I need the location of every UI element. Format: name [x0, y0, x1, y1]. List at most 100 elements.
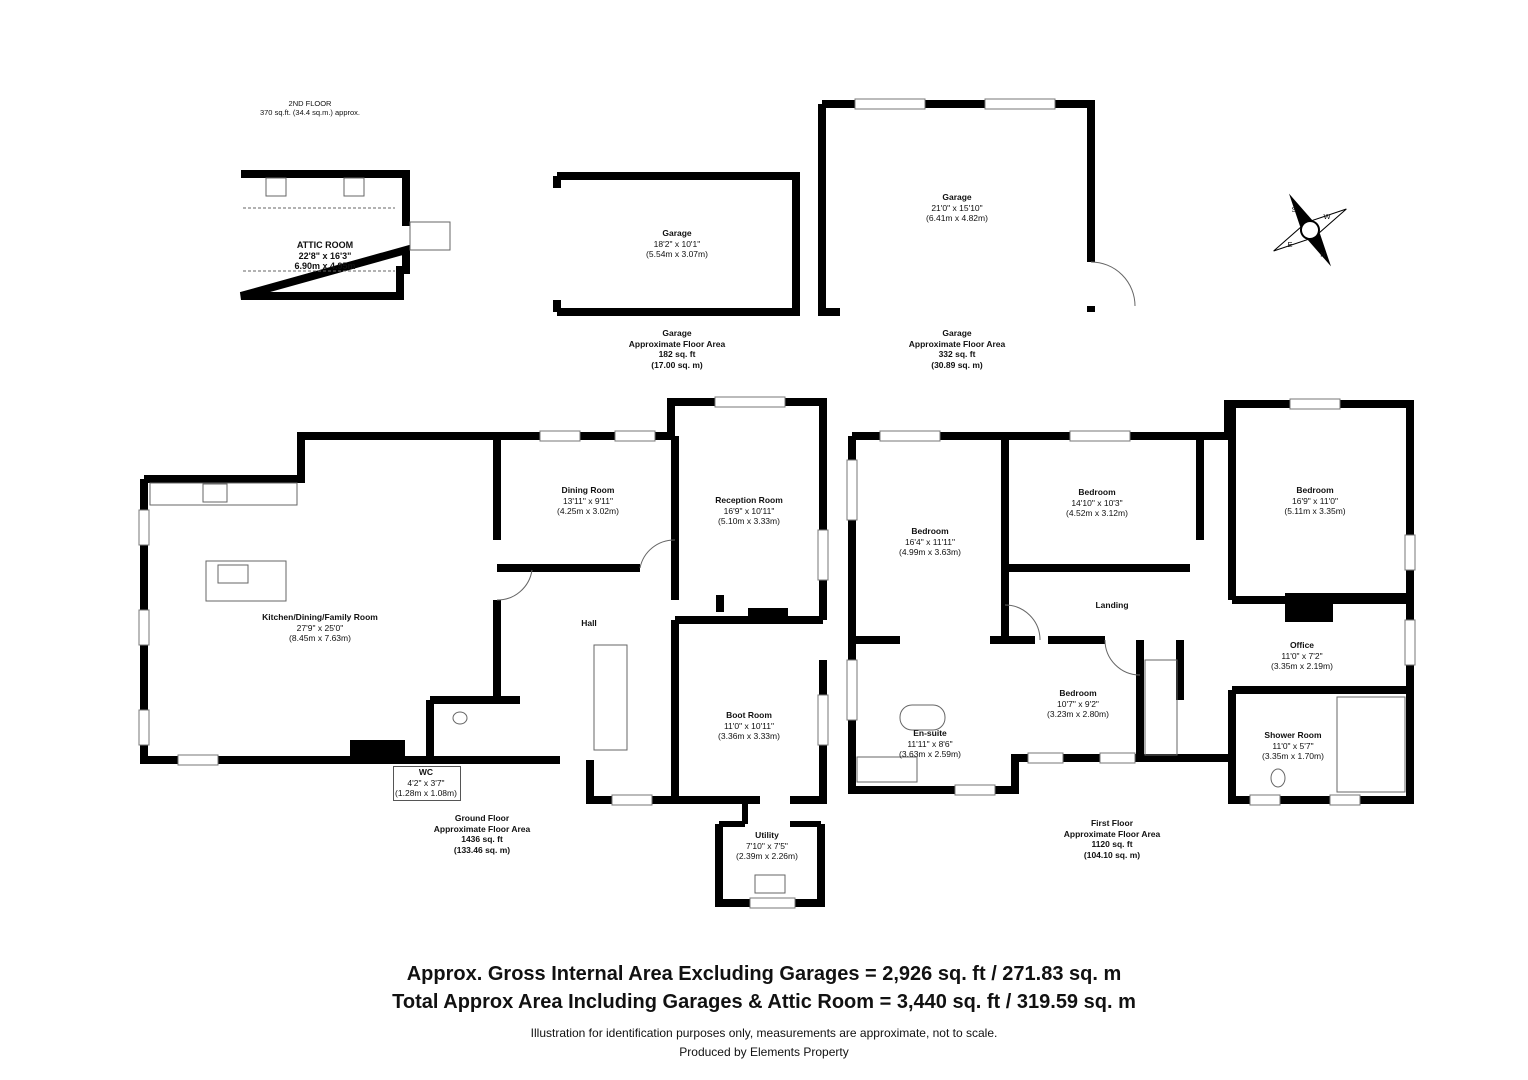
area-sub: Approximate Floor Area [908, 338, 1006, 349]
disclaimer: Illustration for identification purposes… [530, 1026, 998, 1040]
wc-label-box [393, 766, 461, 801]
utility-sink [754, 874, 786, 894]
room-name: Bedroom [911, 526, 949, 536]
room-name: Kitchen/Dining/Family Room [262, 612, 378, 622]
ground-floor-area: Ground Floor Approximate Floor Area 1436… [434, 813, 531, 855]
room-imperial: 13'11" x 9'11" [562, 495, 614, 506]
attic-walls [239, 170, 410, 300]
room-shower: Shower Room 11'0" x 5'7" (3.35m x 1.70m) [1262, 730, 1324, 762]
attic-stairs [409, 221, 451, 251]
room-imperial: 18'2" x 10'1" [653, 238, 701, 249]
room-metric: (5.11m x 3.35m) [1284, 506, 1346, 516]
area-title: Ground Floor [454, 813, 510, 823]
second-floor-label: 2ND FLOOR 370 sq.ft. (34.4 sq.m.) approx… [260, 99, 360, 117]
garage2-area: Garage Approximate Floor Area 332 sq. ft… [909, 328, 1006, 370]
room-landing: Landing [1095, 600, 1128, 611]
shower-tray [1336, 696, 1406, 793]
area-sqft: 1436 sq. ft [461, 834, 503, 844]
second-floor-area: 370 sq.ft. (34.4 sq.m.) approx. [259, 108, 361, 117]
area-sqft: 332 sq. ft [938, 349, 976, 359]
room-metric: (6.41m x 4.82m) [926, 213, 988, 223]
area-sqm: (30.89 sq. m) [931, 359, 983, 370]
room-metric: (3.35m x 1.70m) [1262, 751, 1324, 761]
room-metric: (3.23m x 2.80m) [1047, 709, 1109, 719]
room-dining: Dining Room 13'11" x 9'11" (4.25m x 3.02… [557, 485, 619, 517]
room-kitchen: Kitchen/Dining/Family Room 27'9" x 25'0"… [262, 612, 378, 644]
compass-s: S [1291, 205, 1297, 214]
room-imperial: 16'4" x 11'11" [904, 536, 956, 547]
attic-skylight [343, 177, 365, 197]
room-name: WC [418, 767, 434, 777]
room-imperial: 16'9" x 10'11" [723, 505, 775, 516]
room-metric: (4.99m x 3.63m) [899, 547, 961, 557]
first-floor-area: First Floor Approximate Floor Area 1120 … [1064, 818, 1161, 860]
room-en-suite: En-suite 11'11" x 8'6" (3.63m x 2.59m) [899, 728, 961, 760]
room-name: Dining Room [561, 485, 615, 495]
compass-e: E [1287, 240, 1293, 249]
area-sqm: (104.10 sq. m) [1083, 849, 1141, 860]
sink [217, 564, 249, 584]
room-name: Bedroom [1059, 688, 1097, 698]
total-including-garages: Total Approx Area Including Garages & At… [392, 991, 1136, 1013]
room-imperial: 11'0" x 10'11" [723, 720, 775, 731]
room-metric: (1.28m x 1.08m) [395, 788, 457, 798]
room-imperial: 11'11" x 8'6" [907, 738, 953, 749]
area-sqm: (133.46 sq. m) [453, 844, 511, 855]
room-metric: (4.52m x 3.12m) [1066, 508, 1128, 518]
room-metric: (5.10m x 3.33m) [718, 516, 780, 526]
room-metric: (3.63m x 2.59m) [899, 749, 961, 759]
attic-skylight [265, 177, 287, 197]
hob [202, 483, 228, 503]
room-imperial: 27'9" x 25'0" [296, 622, 344, 633]
stairs [593, 644, 628, 751]
room-name: ATTIC ROOM [296, 240, 354, 250]
room-name: Reception Room [715, 495, 783, 505]
stairs [1144, 659, 1178, 756]
garage1-label: Garage 18'2" x 10'1" (5.54m x 3.07m) [646, 228, 708, 260]
toilet [452, 711, 468, 725]
bath [899, 704, 946, 731]
area-title: Garage [662, 328, 692, 338]
area-sub: Approximate Floor Area [433, 823, 531, 834]
room-name: Garage [942, 192, 972, 202]
room-metric: (2.39m x 2.26m) [736, 851, 798, 861]
room-name: Office [1289, 640, 1315, 650]
room-name: Shower Room [1264, 730, 1322, 740]
room-reception: Reception Room 16'9" x 10'11" (5.10m x 3… [715, 495, 783, 527]
room-name: Bedroom [1296, 485, 1334, 495]
compass-n: N [1320, 250, 1326, 259]
room-name: Boot Room [726, 710, 772, 720]
room-name: Utility [755, 830, 779, 840]
toilet [1270, 768, 1286, 788]
area-title: First Floor [1090, 818, 1134, 828]
room-imperial: 10'7" x 9'2" [1057, 698, 1099, 709]
garage1-area: Garage Approximate Floor Area 182 sq. ft… [629, 328, 726, 370]
room-metric: (5.54m x 3.07m) [646, 249, 708, 259]
room-bedroom-1: Bedroom 16'4" x 11'11" (4.99m x 3.63m) [899, 526, 961, 558]
room-name: En-suite [913, 728, 947, 738]
room-metric: (3.35m x 2.19m) [1271, 661, 1333, 671]
compass-w: W [1323, 212, 1331, 221]
room-utility: Utility 7'10" x 7'5" (2.39m x 2.26m) [736, 830, 798, 862]
room-imperial: 11'0" x 7'2" [1281, 650, 1323, 661]
kitchen-island [205, 560, 287, 602]
garage1-walls [553, 172, 800, 316]
area-sqm: (17.00 sq. m) [651, 359, 703, 370]
room-name: Hall [581, 618, 597, 628]
room-bedroom-2: Bedroom 14'10" x 10'3" (4.52m x 3.12m) [1066, 487, 1128, 519]
area-sub: Approximate Floor Area [628, 338, 726, 349]
area-sub: Approximate Floor Area [1063, 828, 1161, 839]
room-metric: (4.25m x 3.02m) [557, 506, 619, 516]
room-metric: 6.90m x 4.95m [294, 261, 356, 271]
room-imperial: 4'2" x 3'7" [407, 777, 445, 788]
room-bedroom-4: Bedroom 10'7" x 9'2" (3.23m x 2.80m) [1047, 688, 1109, 720]
room-wc: WC 4'2" x 3'7" (1.28m x 1.08m) [395, 767, 457, 799]
area-sqft: 182 sq. ft [658, 349, 696, 359]
room-name: Garage [662, 228, 692, 238]
room-metric: (3.36m x 3.33m) [718, 731, 780, 741]
compass-icon [1273, 193, 1347, 267]
room-office: Office 11'0" x 7'2" (3.35m x 2.19m) [1271, 640, 1333, 672]
room-imperial: 16'9" x 11'0" [1291, 495, 1338, 506]
producer-credit: Produced by Elements Property [679, 1045, 849, 1059]
